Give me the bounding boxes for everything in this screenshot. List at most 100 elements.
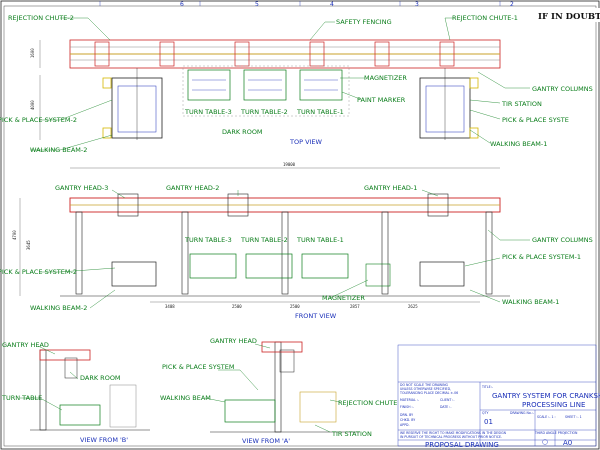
turn-table-1-body xyxy=(299,69,343,101)
tb-date: DATE :- xyxy=(440,405,452,409)
pick-place-1-front xyxy=(419,261,465,287)
tb-disclaimer-1: WE RESERVE THE RIGHT TO MAKE MODIFICATIO… xyxy=(400,431,507,435)
label-dark-room-b: DARK ROOM xyxy=(80,374,121,382)
gantry-head-3-body xyxy=(117,193,139,217)
label-turn-table-1-front: TURN TABLE-1 xyxy=(296,236,344,244)
tb-scale: SCALE :- 1 : xyxy=(537,415,556,419)
title-block xyxy=(397,344,597,447)
turn-table-2-body xyxy=(243,69,287,101)
tb-title-prefix: TITLE:- xyxy=(481,385,493,389)
dim-span-1: 3408 xyxy=(165,304,175,309)
tb-finish: FINISH :- xyxy=(400,405,414,409)
label-turn-table-3-front: TURN TABLE-3 xyxy=(184,236,232,244)
label-pick-place-1-front: PICK & PLACE SYSTEM-1 xyxy=(502,253,581,261)
label-gantry-head-2: GANTRY HEAD-2 xyxy=(166,184,219,192)
tb-disclaimer-2: IN PURSUIT OF TECHNICAL PROGRESS WITHOUT… xyxy=(400,435,502,439)
label-rejection-chute-2: REJECTION CHUTE-2 xyxy=(8,14,74,22)
label-walking-beam-a: WALKING BEAM xyxy=(160,394,211,402)
label-magnetizer-front: MAGNETIZER xyxy=(322,294,365,302)
title-top-view: TOP VIEW xyxy=(289,138,323,146)
label-paint-marker: PAINT MARKER xyxy=(357,96,406,104)
label-magnetizer-top: MAGNETIZER xyxy=(364,74,407,82)
dim-span-4: 2857 xyxy=(350,304,360,309)
label-walking-beam-1-front: WALKING BEAM-1 xyxy=(502,298,559,306)
turn-table-3-front xyxy=(189,253,237,279)
gantry-column-plate xyxy=(94,41,110,67)
dim-height-2: 3645 xyxy=(26,240,31,250)
label-dark-room-top: DARK ROOM xyxy=(222,128,263,136)
tb-proposal: PROPOSAL DRAWING xyxy=(425,441,499,449)
title-view-from-a: VIEW FROM 'A' xyxy=(242,437,290,445)
pick-place-2-front xyxy=(111,261,157,287)
dim-top-1: 1600 xyxy=(30,48,35,58)
dim-top-2: 4000 xyxy=(30,100,35,110)
label-tir-station: TIR STATION xyxy=(501,100,542,108)
title-view-from-b: VIEW FROM 'B' xyxy=(80,436,128,444)
label-gantry-head-1: GANTRY HEAD-1 xyxy=(364,184,417,192)
gantry-head-1-body xyxy=(427,193,449,217)
tb-qty-value: 01 xyxy=(484,418,493,426)
magnetizer-front xyxy=(365,263,391,287)
label-rejection-chute-1: REJECTION CHUTE-1 xyxy=(452,14,518,22)
label-gantry-columns-front: GANTRY COLUMNS xyxy=(532,236,593,244)
label-gantry-head-3: GANTRY HEAD-3 xyxy=(55,184,108,192)
label-turn-table-3-top: TURN TABLE-3 xyxy=(184,108,232,116)
front-view: 19000 3408 2500 2500 2857 2625 xyxy=(0,162,593,320)
tb-row-drn: DRN. BY xyxy=(400,413,413,417)
tb-row-appd: APPD. xyxy=(400,423,410,427)
tb-sheet: SHEET :- 1 xyxy=(565,415,582,419)
turn-table-1-front xyxy=(301,253,349,279)
projection-symbol-icon xyxy=(542,439,548,445)
gantry-column-plate xyxy=(234,41,250,67)
tb-title-line2: PROCESSING LINE xyxy=(522,401,585,409)
view-from-b: GANTRY HEAD DARK ROOM TURN TABLE VIEW FR… xyxy=(1,341,150,444)
label-rejection-chute-a: REJECTION CHUTE xyxy=(338,399,397,407)
gantry-column-plate xyxy=(374,41,390,67)
label-gantry-columns-top: GANTRY COLUMNS xyxy=(532,85,593,93)
turn-table-2-front xyxy=(245,253,293,279)
tb-note-2: UNLESS OTHERWISE SPECIFIED, xyxy=(400,387,451,391)
label-turn-table-1-top: TURN TABLE-1 xyxy=(296,108,344,116)
tb-title-line1: GANTRY SYSTEM FOR CRANKSHA xyxy=(492,392,600,400)
label-gantry-head-b: GANTRY HEAD xyxy=(2,341,49,349)
tb-note-1: DO NOT SCALE THE DRAWING xyxy=(400,383,448,387)
top-view: 1600 4000 REJECTION CHUTE-2 SAFETY FENCI… xyxy=(0,14,593,154)
label-safety-fencing: SAFETY FENCING xyxy=(336,18,392,26)
warning-banner: IF IN DOUBT, AS xyxy=(538,12,600,22)
zone-6: 6 xyxy=(180,1,184,8)
tb-client: CLIENT :- xyxy=(440,398,455,402)
label-walking-beam-1-top: WALKING BEAM-1 xyxy=(490,140,547,148)
dim-height-1: 4700 xyxy=(12,230,17,240)
label-pick-place-2-top: PICK & PLACE SYSTEM-2 xyxy=(0,116,77,124)
dim-front-overall: 19000 xyxy=(283,162,296,167)
zone-markers xyxy=(99,1,501,6)
turn-table-3-body xyxy=(187,69,231,101)
dim-span-2: 2500 xyxy=(232,304,242,309)
tb-material: MATERIAL :- xyxy=(400,398,419,402)
label-pick-place-1-top: PICK & PLACE SYSTE xyxy=(502,116,569,124)
dim-span-5: 2625 xyxy=(408,304,418,309)
label-pick-place-a: PICK & PLACE SYSTEM xyxy=(162,363,234,371)
zone-3: 3 xyxy=(415,1,419,8)
label-pick-place-2-front: PICK & PLACE SYSTEM-2 xyxy=(0,268,77,276)
label-turn-table-2-front: TURN TABLE-2 xyxy=(240,236,288,244)
view-from-a: GANTRY HEAD PICK & PLACE SYSTEM WALKING … xyxy=(160,337,397,445)
banner-bg xyxy=(530,8,600,22)
gantry-column-plate xyxy=(159,41,175,67)
title-front-view: FRONT VIEW xyxy=(295,312,337,320)
dim-span-3: 2500 xyxy=(290,304,300,309)
label-turn-table-b: TURN TABLE xyxy=(1,394,42,402)
gantry-column-plate xyxy=(439,41,455,67)
label-tir-station-a: TIR STATION xyxy=(331,430,372,438)
label-turn-table-2-top: TURN TABLE-2 xyxy=(240,108,288,116)
tb-drawing-no: DRAWING No.:- xyxy=(510,411,534,415)
zone-2: 2 xyxy=(510,1,514,8)
zone-5: 5 xyxy=(255,1,259,8)
label-walking-beam-2-top: WALKING BEAM-2 xyxy=(30,146,87,154)
tb-sheet-size: A0 xyxy=(563,439,572,447)
zone-4: 4 xyxy=(330,1,334,8)
tb-row-chkd: CHKD. BY xyxy=(400,418,415,422)
tb-projection: THIRD ANGLE PROJECTION xyxy=(534,431,578,435)
label-walking-beam-2-front: WALKING BEAM-2 xyxy=(30,304,87,312)
